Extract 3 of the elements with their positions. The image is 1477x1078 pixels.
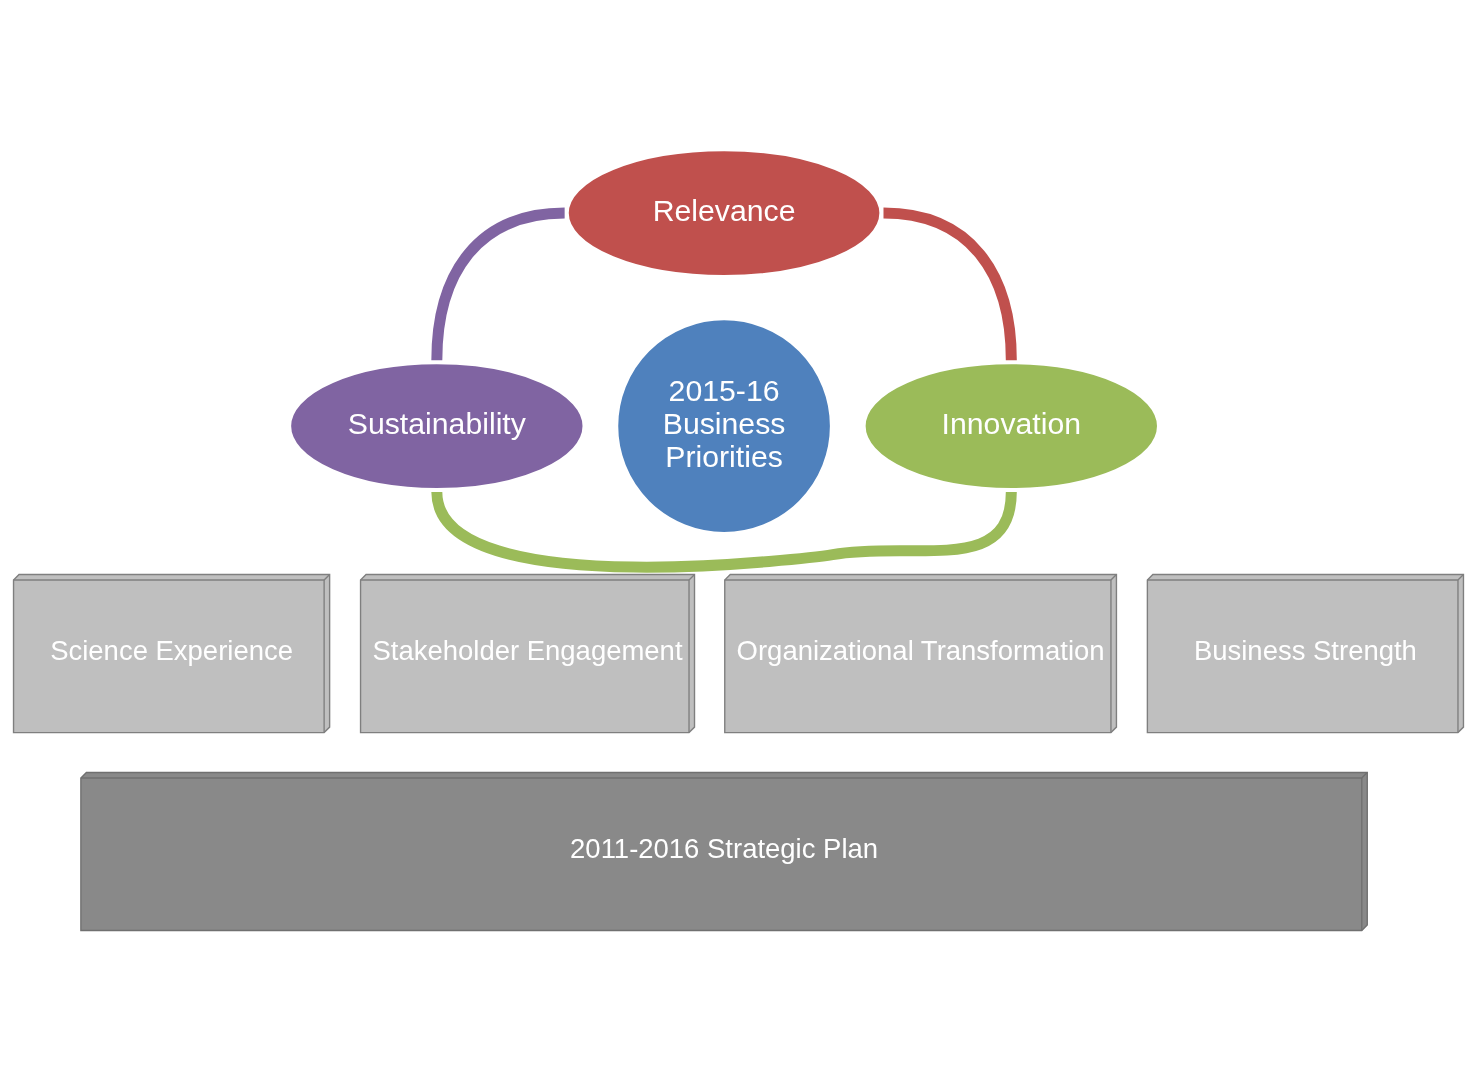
connector	[431, 207, 565, 360]
connector	[883, 207, 1017, 360]
connector	[431, 490, 1017, 573]
